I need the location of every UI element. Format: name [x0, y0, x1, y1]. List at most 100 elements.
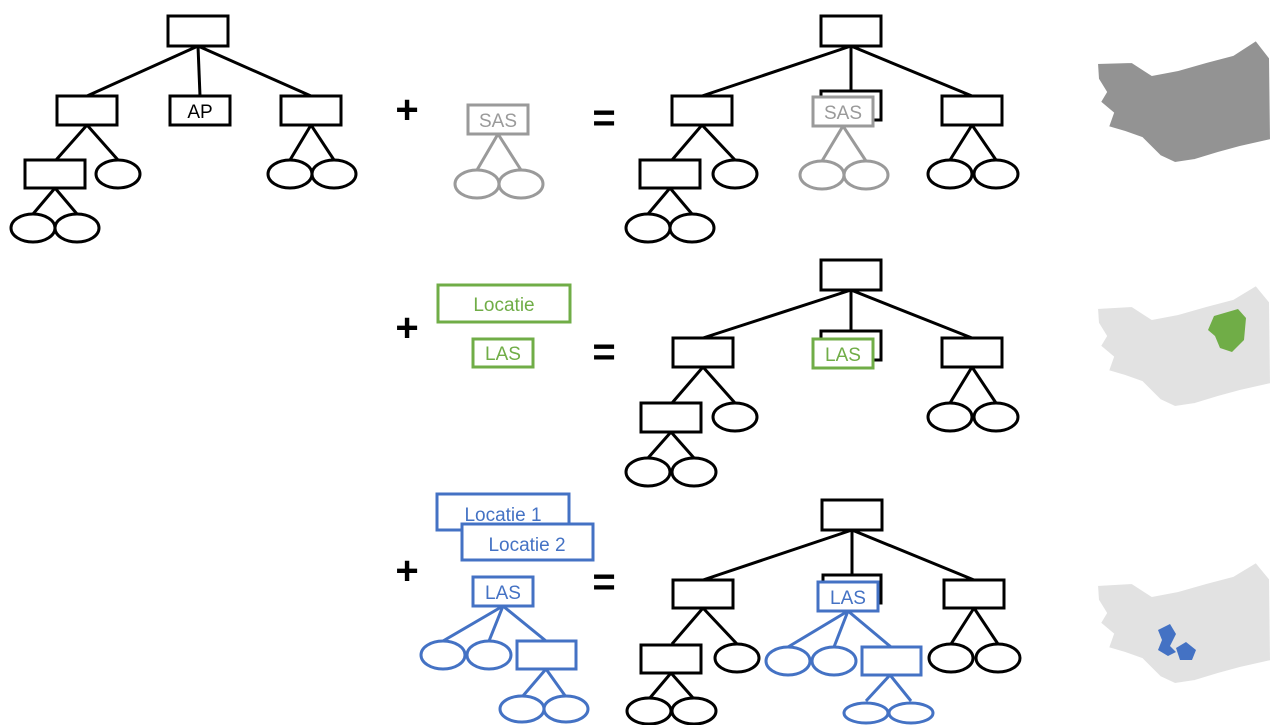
tree-node	[860, 645, 923, 677]
leaf-node	[668, 212, 716, 244]
edge	[864, 673, 892, 703]
root-node	[819, 258, 883, 292]
sas-label: SAS	[479, 111, 517, 132]
leaf-node	[713, 642, 761, 674]
edge	[669, 672, 696, 700]
locatie-2-label: Locatie 2	[488, 535, 565, 556]
edge	[851, 528, 975, 582]
tree-node	[515, 639, 578, 671]
tree-node	[670, 94, 734, 127]
edge	[288, 124, 313, 161]
tree-node	[639, 643, 703, 675]
edge	[475, 133, 500, 171]
tree-node	[639, 401, 703, 434]
map-single-location	[1095, 283, 1273, 409]
leaf-node	[9, 212, 57, 244]
merged-tree-las: LAS	[624, 258, 1020, 488]
tree-node	[23, 158, 87, 190]
edge	[972, 607, 1000, 645]
edge	[646, 187, 672, 215]
root-node	[820, 498, 884, 532]
tree-node	[279, 94, 343, 127]
las-node	[811, 337, 875, 370]
leaf-node	[927, 642, 975, 674]
las-label: LAS	[485, 583, 521, 604]
equals-operator: =	[592, 330, 615, 374]
root-node	[819, 14, 883, 48]
leaf-node	[842, 701, 890, 725]
leaf-node	[798, 159, 846, 191]
edge	[520, 668, 548, 698]
leaf-node	[624, 212, 672, 244]
edge	[197, 44, 312, 98]
edge	[86, 44, 199, 98]
leaf-node	[453, 168, 501, 200]
edge	[701, 606, 739, 646]
edge	[787, 609, 849, 649]
equals-operator: =	[592, 560, 615, 604]
plus-operator: +	[395, 549, 418, 593]
edge	[646, 431, 673, 459]
leaf-node	[625, 696, 673, 725]
edge	[544, 668, 568, 698]
leaf-node	[465, 639, 513, 671]
location-highlight	[1176, 642, 1196, 660]
leaf-node	[542, 694, 590, 724]
leaf-node	[764, 645, 812, 677]
ap-label: AP	[187, 102, 212, 123]
equals-operator: =	[592, 96, 615, 140]
ap-node	[168, 94, 232, 127]
edge	[701, 366, 737, 404]
las-node	[816, 580, 880, 613]
las-label: LAS	[485, 344, 521, 365]
leaf-node	[497, 168, 545, 200]
edge	[702, 528, 853, 582]
edge	[832, 610, 850, 648]
sas-node	[466, 103, 530, 136]
edge	[820, 125, 845, 162]
edge	[700, 123, 737, 162]
las-label: LAS	[830, 588, 866, 609]
merged-tree-sas: SAS	[624, 14, 1020, 244]
leaf-node	[926, 158, 974, 190]
locatie-1-label: Locatie 1	[464, 505, 541, 526]
edge	[196, 45, 202, 97]
leaf-node	[711, 158, 759, 190]
map-region	[1095, 38, 1273, 165]
map-multi-location	[1095, 560, 1273, 686]
edge	[85, 124, 120, 161]
edge	[948, 124, 974, 161]
leaf-node	[94, 158, 142, 190]
tree-node	[638, 158, 702, 190]
leaf-node	[711, 401, 759, 433]
edge	[54, 124, 89, 161]
edge	[309, 124, 336, 161]
map-region	[1095, 283, 1273, 409]
multi-location-group: Locatie 1 Locatie 2 LAS	[419, 492, 595, 724]
edge	[669, 431, 696, 459]
leaf-node	[842, 159, 890, 191]
plus-operator: +	[395, 306, 418, 350]
location-highlight	[1208, 309, 1246, 352]
root-node	[166, 14, 230, 48]
tree-node	[940, 94, 1004, 127]
edge	[847, 609, 892, 649]
locatie-las-group: Locatie LAS	[436, 283, 572, 369]
edge	[502, 604, 547, 643]
las-node	[471, 337, 535, 369]
leaf-node	[670, 696, 718, 725]
tree-node	[55, 94, 119, 127]
edge	[31, 187, 57, 215]
edge	[670, 366, 705, 404]
leaf-node	[887, 701, 935, 725]
edge	[948, 366, 974, 404]
leaf-node	[419, 639, 467, 671]
las-node	[471, 575, 535, 608]
tree-node	[671, 336, 735, 369]
location-highlight	[1158, 624, 1176, 656]
edge	[668, 187, 694, 215]
edge	[670, 607, 705, 645]
edge	[970, 366, 998, 404]
sas-label: SAS	[824, 103, 862, 124]
map-region	[1095, 560, 1273, 686]
